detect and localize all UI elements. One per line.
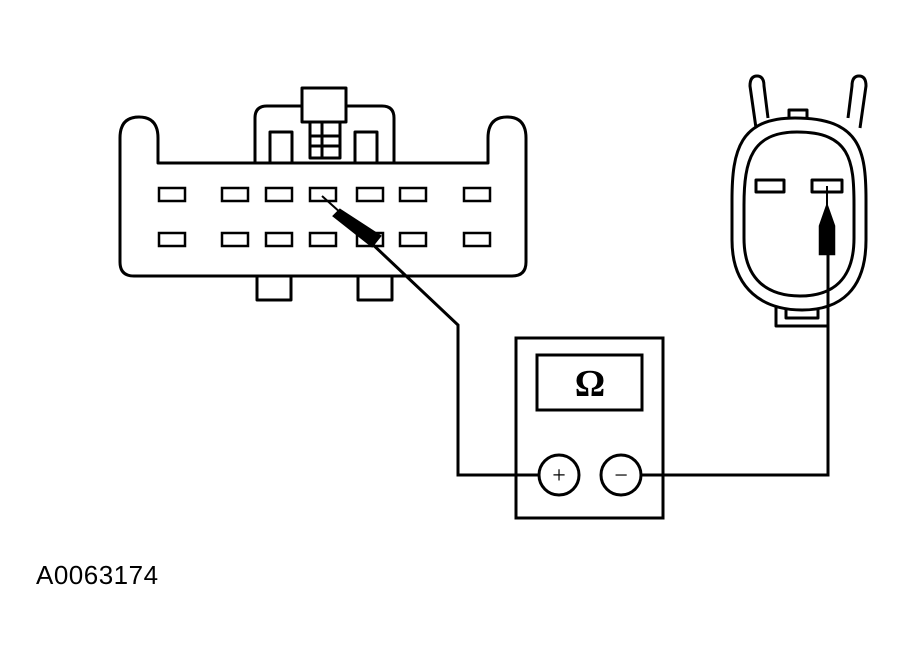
sensor-inner-outline bbox=[742, 130, 856, 298]
right-probe-tip bbox=[818, 202, 836, 256]
sensor-terminal-left bbox=[754, 178, 786, 194]
pin-cavities bbox=[157, 186, 492, 248]
latch-window-left bbox=[268, 130, 294, 165]
sensor-connector-icon bbox=[730, 74, 868, 328]
positive-terminal-label: + bbox=[552, 463, 566, 489]
latch-window-right bbox=[353, 130, 379, 165]
sensor-prongs bbox=[748, 74, 868, 129]
latch-lock-stem bbox=[308, 120, 342, 160]
positive-test-lead bbox=[366, 238, 539, 477]
latch-lock bbox=[300, 86, 348, 124]
negative-terminal-label: − bbox=[614, 463, 628, 489]
test-leads bbox=[366, 238, 830, 477]
negative-test-lead bbox=[641, 252, 830, 477]
figure-id-label: A0063174 bbox=[36, 560, 159, 590]
test-probe-icon bbox=[321, 186, 836, 256]
left-probe-tip bbox=[332, 208, 382, 248]
meter-display bbox=[535, 353, 644, 412]
ohmmeter-icon bbox=[514, 336, 665, 520]
meter-symbol: Ω bbox=[575, 363, 605, 405]
